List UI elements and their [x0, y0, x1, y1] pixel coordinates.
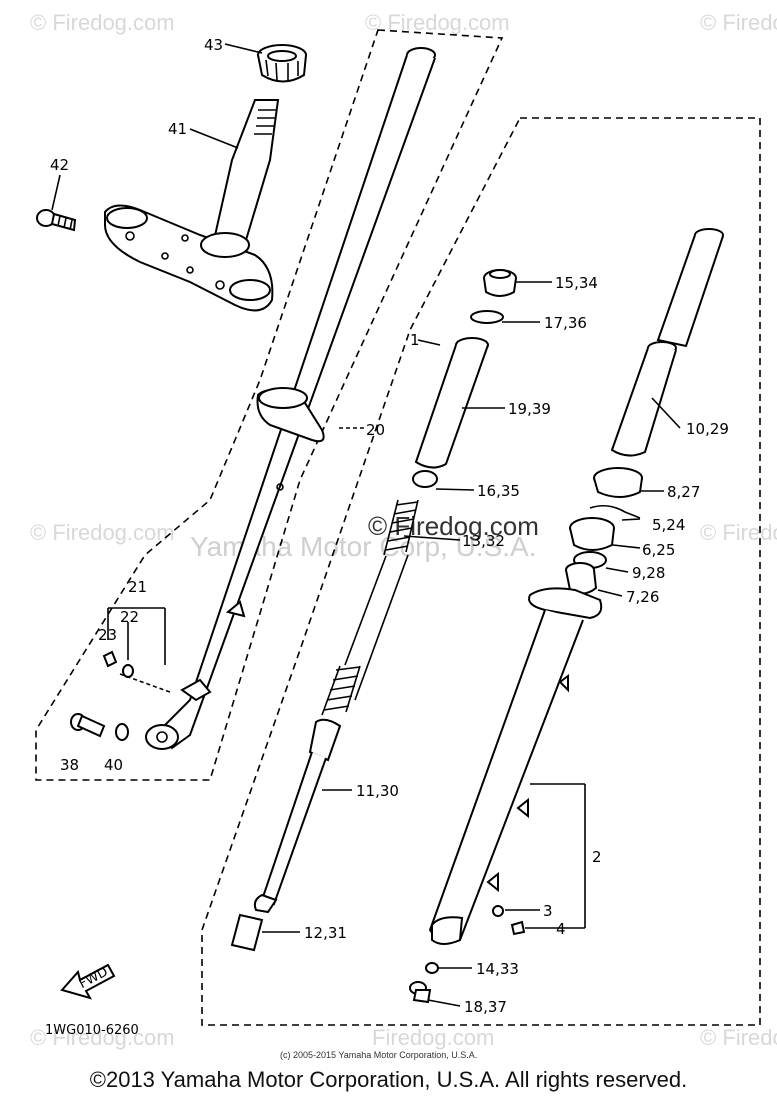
- steering-stem-bracket: [104, 99, 280, 312]
- lower-outer-tube: [428, 587, 603, 945]
- label-4: 4: [556, 920, 566, 938]
- label-3: 3: [543, 902, 553, 920]
- label-19-39: 19,39: [508, 400, 551, 418]
- copper-washer: [425, 962, 439, 974]
- outer-tube-group-boundary: [35, 29, 504, 781]
- copyright-notice: ©2013 Yamaha Motor Corporation, U.S.A. A…: [89, 1067, 688, 1092]
- small-copyright: (c) 2005-2015 Yamaha Motor Corporation, …: [280, 1050, 477, 1060]
- slide-metal: [565, 562, 598, 595]
- label-6-25: 6,25: [642, 541, 675, 559]
- label-12-31: 12,31: [304, 924, 347, 942]
- watermark-mid-left: © Firedog.com: [30, 520, 175, 545]
- label-18-37: 18,37: [464, 998, 507, 1016]
- label-5-24: 5,24: [652, 516, 685, 534]
- label-22: 22: [120, 608, 139, 626]
- watermark-top-center: © Firedog.com: [365, 10, 510, 35]
- diagram-code: 1WG010-6260: [45, 1023, 139, 1038]
- dust-seal: [593, 467, 643, 498]
- label-40: 40: [104, 756, 123, 774]
- label-2: 2: [592, 848, 602, 866]
- label-10-29: 10,29: [686, 420, 729, 438]
- forward-arrow-icon: FWD: [60, 963, 116, 1000]
- watermark-mid-right: © Firedog.com: [700, 520, 777, 545]
- label-17-36: 17,36: [544, 314, 587, 332]
- spring-seat-washer: [412, 470, 438, 488]
- label-23: 23: [98, 626, 117, 644]
- watermark-center: © Firedog.com: [368, 511, 539, 541]
- watermark-bottom-left: © Firedog.com: [30, 1025, 175, 1050]
- label-43: 43: [204, 36, 223, 54]
- watermark-top-right: © Firedog.com: [700, 10, 777, 35]
- cap-bolt: [483, 269, 517, 297]
- spacer-tube: [414, 337, 489, 469]
- o-ring: [470, 310, 504, 324]
- damper-rod: [253, 554, 409, 914]
- bracket-bolt: [36, 209, 77, 232]
- label-38: 38: [60, 756, 79, 774]
- bolt-4: [510, 920, 526, 936]
- label-16-35: 16,35: [477, 482, 520, 500]
- label-41: 41: [168, 120, 187, 138]
- label-9-28: 9,28: [632, 564, 665, 582]
- oil-lock-piece: [230, 913, 264, 952]
- label-11-30: 11,30: [356, 782, 399, 800]
- label-8-27: 8,27: [667, 483, 700, 501]
- label-20: 20: [366, 421, 385, 439]
- inner-fork-tube: [610, 228, 724, 457]
- inner-group-boundary: [201, 117, 761, 1026]
- drain-screw-set: [102, 650, 171, 693]
- fork-spring-upper: [383, 499, 419, 556]
- label-15-34: 15,34: [555, 274, 598, 292]
- axle-bolt-washer: [70, 713, 129, 741]
- leader-lines: [51, 43, 681, 1007]
- damper-rod-bolt: [409, 981, 432, 1004]
- label-14-33: 14,33: [476, 960, 519, 978]
- watermark-bottom-right: © Firedog.com: [700, 1025, 777, 1050]
- label-7-26: 7,26: [626, 588, 659, 606]
- label-1: 1: [410, 331, 420, 349]
- label-42: 42: [50, 156, 69, 174]
- label-21: 21: [128, 578, 147, 596]
- outer-fork-tube: [145, 47, 436, 750]
- watermark-bottom-center: Firedog.com: [372, 1025, 494, 1050]
- steering-nut: [257, 44, 307, 83]
- oil-seal: [569, 517, 615, 551]
- clip: [589, 504, 641, 519]
- washer-3: [492, 905, 504, 917]
- label-13-32: 13,32: [462, 532, 505, 550]
- watermark-top-left: © Firedog.com: [30, 10, 175, 35]
